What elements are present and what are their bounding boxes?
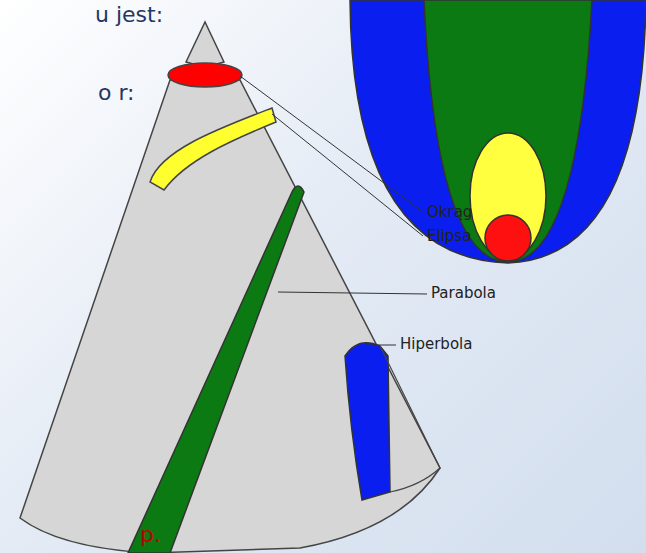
section-label: Elipsa (427, 228, 471, 245)
text-fragment: p. (140, 522, 161, 547)
section-label: Parabola (431, 285, 496, 302)
parabola-region (424, 0, 592, 262)
text-fragment: o r: (98, 80, 135, 105)
leader-line (240, 76, 423, 212)
circle-region (485, 215, 531, 261)
hyperbola-section (345, 343, 390, 500)
circle-section (168, 63, 242, 87)
leader-line (366, 345, 396, 346)
leader-line (278, 292, 427, 294)
section-label: Hiperbola (400, 336, 472, 353)
section-label: Okrąg (427, 204, 472, 221)
ellipse-section (150, 108, 276, 190)
cone-edge (380, 346, 440, 492)
leader-line (272, 114, 423, 236)
parabola-section (128, 186, 304, 553)
cone-tip (186, 22, 224, 66)
hyperbola-region (350, 0, 646, 263)
cone-body (20, 80, 440, 553)
heading-fragment: u jest: (95, 2, 163, 27)
